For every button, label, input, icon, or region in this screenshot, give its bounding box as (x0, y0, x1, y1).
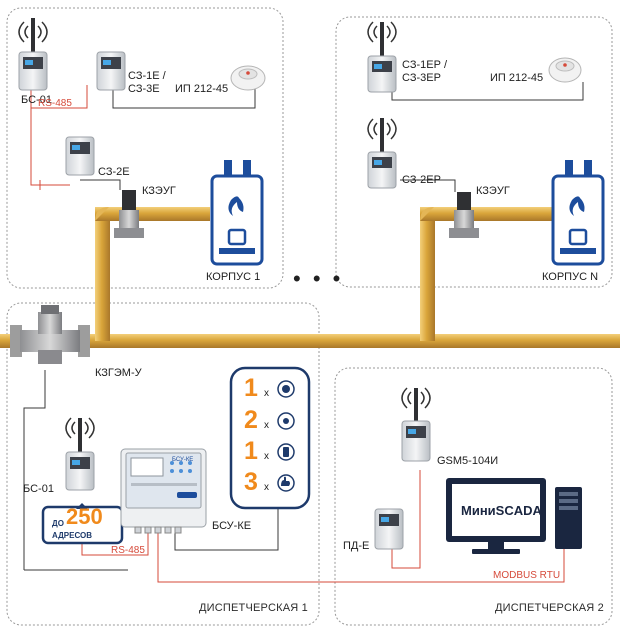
bs01-bottom-device (65, 417, 95, 491)
label-sz3ep: СЗ-3ЕР (402, 72, 441, 84)
label-sz2ep: СЗ-2ЕР (402, 174, 441, 186)
label-korpus-1: КОРПУС 1 (206, 271, 261, 283)
label-rs485-top: RS-485 (38, 98, 72, 109)
boiler-korpus-1 (210, 160, 264, 266)
address-badge (41, 503, 124, 545)
gsm-modem-device (401, 387, 431, 462)
label-gsm: GSM5-104И (437, 455, 499, 467)
label-kzeug-left: КЗЭУГ (142, 185, 176, 197)
pd-e-device (374, 508, 404, 550)
sz1ep-sz3ep-device (367, 21, 397, 93)
sz1e-sz3e-device (96, 51, 126, 91)
legend-times-2: x (264, 420, 269, 431)
legend-panel (229, 366, 311, 510)
legend-times-4: x (264, 482, 269, 493)
kzeug-valve-left (114, 190, 144, 238)
legend-count-4: 3 (244, 468, 258, 496)
label-kzeug-right: КЗЭУГ (476, 185, 510, 197)
legend-count-1: 1 (244, 374, 258, 402)
zone-dispatch-1 (6, 302, 320, 626)
label-miniscada: МиниSCADA (461, 503, 542, 518)
label-sz1e: СЗ-1Е / (128, 70, 166, 82)
legend-count-2: 2 (244, 406, 258, 434)
label-rs485-bottom: RS-485 (111, 545, 145, 556)
badge-do: ДО (52, 519, 64, 528)
label-bs01-top: БС-01 (21, 94, 52, 106)
label-kzgem: КЗГЭМ-У (95, 367, 142, 379)
legend-count-3: 1 (244, 437, 258, 465)
zone-dispatch-2 (334, 367, 613, 626)
label-modbus: MODBUS RTU (493, 570, 561, 581)
bsu-ke-controller (120, 448, 207, 534)
label-sz2e: СЗ-2Е (98, 166, 130, 178)
smoke-detector-right (548, 57, 582, 83)
label-korpus-n: КОРПУС N (542, 271, 599, 283)
label-ip-right: ИП 212-45 (490, 72, 544, 84)
label-ip-left: ИП 212-45 (175, 83, 229, 95)
label-sz1ep: СЗ-1ЕР / (402, 59, 448, 71)
badge-number: 250 (66, 504, 103, 529)
control-wiring (23, 82, 584, 571)
sz2ep-device (367, 118, 397, 189)
kzeug-valve-right (449, 192, 479, 238)
label-dispatch-2: ДИСПЕТЧЕРСКАЯ 2 (495, 602, 604, 614)
kzgem-valve (10, 305, 90, 364)
label-bsu-ke: БСУ-КЕ (212, 520, 252, 532)
zone-korpus-1 (6, 7, 284, 289)
zone-korpus-n (335, 16, 613, 288)
legend-times-3: x (264, 451, 269, 462)
bs01-top-device (18, 18, 48, 91)
label-sz3e: СЗ-3Е (128, 83, 160, 95)
legend-times-1: x (264, 388, 269, 399)
label-pd-e: ПД-Е (343, 540, 370, 552)
miniscada-workstation (446, 478, 582, 554)
smoke-detector-left (230, 65, 266, 91)
label-bs01-bottom: БС-01 (23, 483, 54, 495)
more-buildings-dots: • • • (293, 266, 344, 291)
controller-header: БСУ-КЕ (172, 457, 194, 463)
sz2e-device (65, 136, 95, 176)
label-dispatch-1: ДИСПЕТЧЕРСКАЯ 1 (199, 602, 308, 614)
boiler-korpus-n (551, 160, 605, 266)
badge-addresses: АДРЕСОВ (52, 531, 93, 540)
